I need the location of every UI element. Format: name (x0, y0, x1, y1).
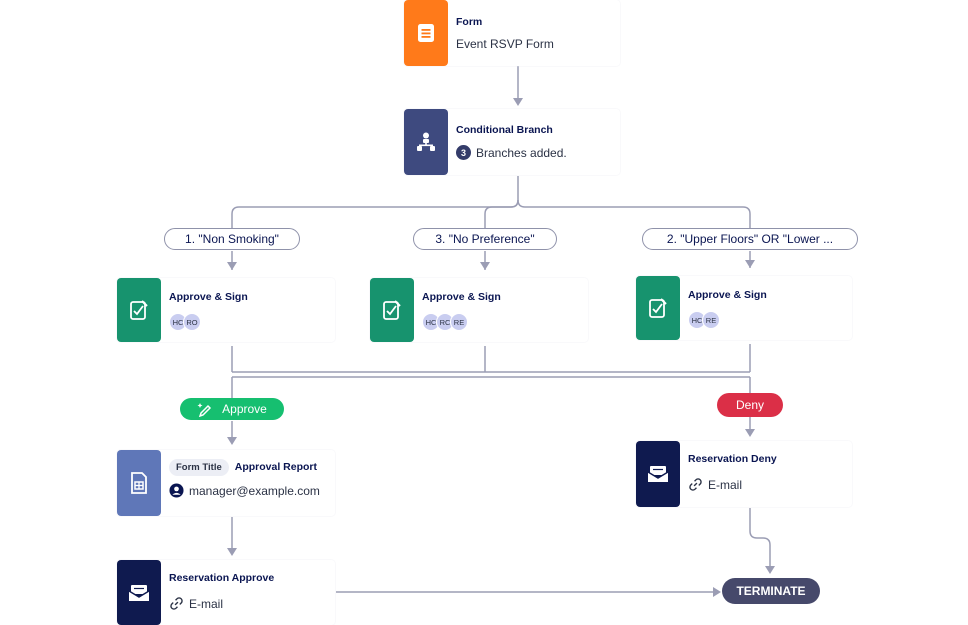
approve-sign-title: Approve & Sign (688, 289, 767, 301)
approve-sign-icon-box (636, 276, 680, 340)
report-icon (131, 472, 147, 494)
form-title-tag: Form Title (169, 459, 229, 476)
sign-icon (130, 300, 148, 320)
mail-icon (128, 584, 150, 601)
form-node-title: Form (456, 16, 483, 28)
condition-pill-1[interactable]: 1. "Non Smoking" (164, 228, 300, 250)
sign-icon (383, 300, 401, 320)
terminate-node[interactable]: TERMINATE (722, 578, 820, 604)
approve-sign-icon-box (117, 278, 161, 342)
approve-pill[interactable]: Approve (180, 398, 284, 420)
avatar: RC (436, 313, 454, 331)
form-node[interactable]: Form Event RSVP Form (404, 0, 620, 66)
condition-pill-3[interactable]: 3. "No Preference" (413, 228, 557, 250)
approve-sign-title: Approve & Sign (422, 291, 501, 303)
condition-label: 2. "Upper Floors" OR "Lower ... (666, 232, 834, 246)
approve-sign-node-3[interactable]: Approve & Sign HC RE (636, 276, 852, 340)
avatar: RE (450, 313, 468, 331)
report-node-title: Approval Report (234, 461, 318, 473)
sign-icon (649, 298, 667, 318)
user-icon (169, 483, 184, 498)
deny-pill[interactable]: Deny (717, 393, 783, 417)
approve-sign-node-2[interactable]: Approve & Sign HC RC RE (370, 278, 588, 342)
approve-email-channel: E-mail (189, 596, 224, 611)
approval-report-node[interactable]: Form Title Approval Report manager@examp… (117, 450, 335, 516)
conditional-branch-node[interactable]: Conditional Branch 3 Branches added. (404, 109, 620, 175)
approve-sign-node-1[interactable]: Approve & Sign HC RO (117, 278, 335, 342)
deny-email-channel: E-mail (708, 477, 743, 492)
deny-email-icon-box (636, 441, 680, 507)
pen-sparkle-icon (197, 403, 212, 417)
reservation-deny-node[interactable]: Reservation Deny E-mail (636, 441, 852, 507)
deny-email-title: Reservation Deny (688, 453, 777, 465)
assignee-avatars: HC RE (688, 311, 767, 329)
avatar: RE (702, 311, 720, 329)
mail-icon (647, 466, 669, 482)
deny-pill-label: Deny (735, 398, 764, 412)
approve-email-icon-box (117, 560, 161, 625)
condition-pill-2[interactable]: 2. "Upper Floors" OR "Lower ... (642, 228, 858, 250)
document-icon (418, 24, 434, 42)
link-icon (689, 478, 702, 491)
branch-node-title: Conditional Branch (456, 124, 553, 136)
branch-node-subtitle: Branches added. (476, 145, 567, 160)
branch-count-badge: 3 (456, 145, 471, 160)
reservation-approve-node[interactable]: Reservation Approve E-mail (117, 560, 335, 625)
approve-sign-title: Approve & Sign (169, 291, 248, 303)
assignee-avatars: HC RC RE (422, 313, 501, 331)
terminate-label: TERMINATE (736, 584, 806, 598)
approve-sign-icon-box (370, 278, 414, 342)
report-recipient: manager@example.com (189, 483, 320, 498)
approve-pill-label: Approve (222, 402, 267, 416)
condition-label: 3. "No Preference" (435, 232, 535, 246)
assignee-avatars: HC RO (169, 313, 248, 331)
branch-icon (417, 132, 435, 151)
approve-email-title: Reservation Approve (169, 572, 275, 584)
form-node-icon-box (404, 0, 448, 66)
form-node-subtitle: Event RSVP Form (456, 37, 554, 51)
condition-label: 1. "Non Smoking" (185, 232, 279, 246)
avatar: RO (183, 313, 201, 331)
report-node-icon-box (117, 450, 161, 516)
link-icon (170, 597, 183, 610)
branch-node-icon-box (404, 109, 448, 175)
